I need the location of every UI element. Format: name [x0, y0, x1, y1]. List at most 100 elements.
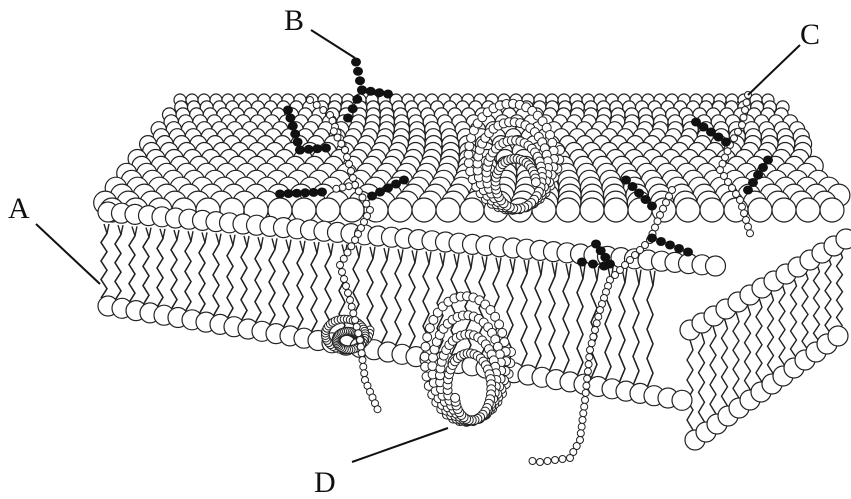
lipid-tail — [395, 249, 403, 346]
chain-bead — [307, 97, 314, 104]
chain-bead — [352, 237, 359, 244]
chain-bead — [344, 249, 351, 256]
sugar-unit — [684, 248, 693, 256]
lipid-tail — [241, 236, 249, 321]
lipid-tail — [619, 268, 627, 383]
lipid-tail — [227, 235, 235, 319]
sugar-unit — [764, 156, 773, 164]
chain-bead — [582, 397, 589, 404]
chain-bead — [552, 457, 559, 464]
phospholipid-head — [748, 198, 772, 222]
sugar-unit — [354, 67, 363, 75]
chain-bead — [581, 403, 588, 410]
chain-bead — [743, 99, 750, 106]
sugar-unit — [648, 234, 657, 242]
lipid-tail — [101, 224, 109, 298]
sugar-unit — [291, 130, 300, 138]
lipid-tail — [791, 277, 797, 358]
lipid-tail — [521, 260, 529, 367]
sugar-unit — [744, 186, 753, 194]
chain-bead — [357, 337, 364, 344]
chain-bead — [350, 310, 357, 317]
lipid-tail — [269, 238, 277, 325]
sugar-unit — [375, 89, 384, 97]
sugar-unit — [356, 77, 365, 85]
chain-bead — [337, 262, 344, 269]
chain-bead — [593, 320, 600, 327]
protein-bead — [425, 324, 434, 333]
label-c-leader — [748, 45, 800, 95]
chain-bead — [343, 283, 350, 290]
phospholipid-head — [772, 198, 796, 222]
sugar-unit — [296, 146, 305, 154]
protein-bead — [421, 342, 430, 351]
chain-bead — [358, 350, 365, 357]
phospholipid-head — [828, 326, 848, 346]
chain-bead — [344, 154, 351, 161]
protein-bead — [464, 150, 473, 159]
chain-bead — [586, 354, 593, 361]
lipid-tail — [647, 271, 655, 388]
phospholipid-head — [836, 229, 851, 249]
sugar-unit — [675, 245, 684, 253]
sugar-unit — [635, 189, 644, 197]
lipid-tail — [115, 225, 123, 300]
label-b: B — [284, 4, 304, 37]
chain-bead — [740, 114, 747, 121]
sugar-unit — [384, 184, 393, 192]
lipid-tail — [199, 232, 207, 314]
chain-bead — [735, 128, 742, 135]
lipid-tail — [171, 230, 179, 310]
phospholipid-head — [556, 198, 580, 222]
lipid-tail — [255, 237, 263, 323]
label-a: A — [8, 192, 30, 225]
lipid-tail — [837, 249, 843, 326]
lipid-tail — [297, 241, 305, 330]
phospholipid-head — [316, 198, 340, 222]
sugar-unit — [384, 90, 393, 98]
chain-bead — [747, 230, 754, 237]
chain-bead — [584, 375, 591, 382]
chain-bead — [352, 317, 359, 324]
chain-bead — [590, 333, 597, 340]
lipid-tail — [633, 270, 641, 386]
chain-bead — [584, 368, 591, 375]
sugar-unit — [657, 238, 666, 246]
phospholipid-head — [604, 198, 628, 222]
chain-bead — [739, 203, 746, 210]
chain-bead — [374, 406, 381, 413]
chain-bead — [737, 197, 744, 204]
sugar-unit — [578, 258, 587, 266]
sugar-unit — [376, 188, 385, 196]
lipid-tail — [802, 270, 808, 350]
chain-bead — [338, 140, 345, 147]
chain-bead — [346, 161, 353, 168]
protein-bead — [495, 320, 504, 329]
sugar-unit — [641, 196, 650, 204]
chain-bead — [348, 168, 355, 175]
chain-bead — [348, 303, 355, 310]
sugar-unit — [293, 138, 302, 146]
phospholipid-head — [796, 198, 820, 222]
chain-bead — [592, 327, 599, 334]
chain-bead — [355, 330, 362, 337]
chain-bead — [595, 313, 602, 320]
chain-bead — [588, 340, 595, 347]
chain-bead — [559, 456, 566, 463]
phospholipid-head — [672, 390, 692, 410]
lipid-tail — [283, 240, 291, 328]
sugar-unit — [628, 183, 637, 191]
lipid-tail — [825, 256, 831, 334]
chain-bead — [578, 423, 585, 430]
lipid-tail — [143, 228, 151, 305]
lipid-tail — [381, 248, 389, 344]
sugar-unit — [749, 179, 758, 187]
sugar-unit — [348, 105, 357, 113]
chain-bead — [745, 223, 752, 230]
chain-bead — [544, 458, 551, 465]
chain-bead — [741, 210, 748, 217]
chain-bead — [359, 194, 366, 201]
sugar-unit — [318, 188, 327, 196]
lipid-tail — [129, 226, 137, 302]
lipid-tail — [687, 340, 693, 430]
